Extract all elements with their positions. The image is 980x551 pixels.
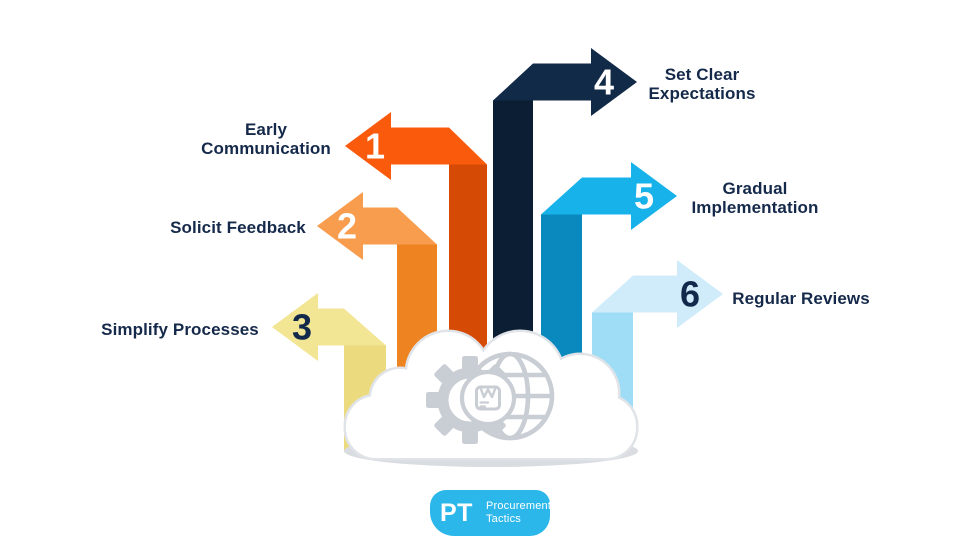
step-label-5-line2: Implementation (691, 198, 819, 217)
step-numbers: 3 21 6 5 4 (292, 62, 700, 348)
step-label-3: Simplify Processes (100, 320, 260, 339)
logo-name-line1: Procurement (485, 499, 552, 512)
package-icon (459, 369, 517, 427)
logo-name: Procurement Tactics (486, 500, 551, 527)
step-label-6-line1: Regular Reviews (732, 289, 870, 308)
step-arrow-1-band (345, 112, 487, 180)
step-arrow-4-band (493, 48, 637, 116)
step-label-2: Solicit Feedback (158, 218, 318, 237)
logo-name-line2: Tactics (485, 513, 521, 525)
step-label-5-line1: Gradual (722, 179, 788, 198)
step-arrow-2-band (317, 192, 437, 260)
step-label-4-line1: Set Clear (664, 65, 740, 84)
step-label-2-line1: Solicit Feedback (170, 218, 306, 237)
brand-logo: PT Procurement Tactics (430, 490, 551, 536)
step-label-1-line2: Communication (201, 139, 331, 158)
step-arrow-3-band (272, 293, 386, 361)
step-label-6: Regular Reviews (721, 289, 881, 308)
cloud-icon (426, 351, 555, 444)
step-number-3: 3 (292, 307, 312, 348)
step-number-1: 1 (365, 126, 385, 167)
step-arrow-6-band (592, 260, 723, 328)
step-number-6: 6 (680, 274, 700, 315)
gear-tooth (426, 392, 440, 408)
step-label-4-line2: Expectations (648, 84, 756, 103)
gear-tooth (462, 430, 478, 444)
step-label-3-line1: Simplify Processes (101, 320, 259, 339)
gear-tooth (462, 356, 478, 370)
logo-initials: PT (440, 498, 473, 527)
step-number-5: 5 (634, 176, 654, 217)
step-label-1-line1: Early (244, 120, 288, 139)
step-arrow-5-band (541, 162, 677, 230)
step-number-2: 2 (337, 206, 357, 247)
step-number-4: 4 (594, 62, 614, 103)
